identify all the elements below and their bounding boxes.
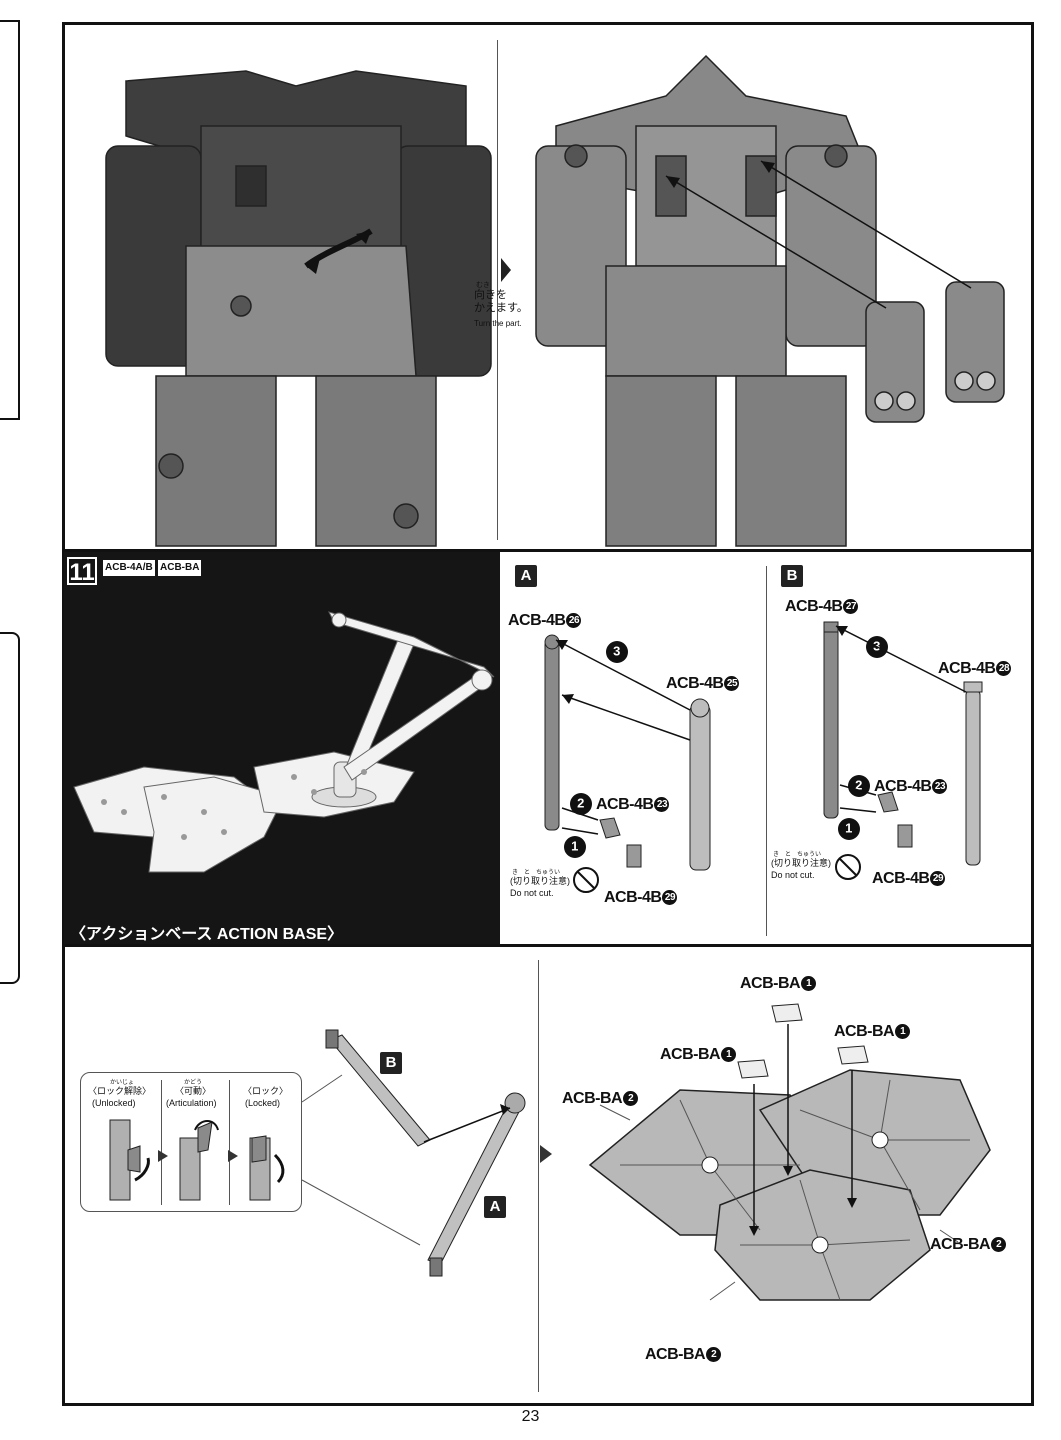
panel-b-label: B xyxy=(781,565,803,587)
a-note-ruby: き と ちゅうい xyxy=(512,870,561,876)
divider-ab xyxy=(766,566,767,936)
a-note-jp: (切り取り注意) xyxy=(510,876,570,886)
tag-acb-4ab: ACB-4A/B xyxy=(103,560,155,576)
turn-ruby: むき xyxy=(476,282,490,289)
unlocked-en: (Unlocked) xyxy=(92,1098,136,1108)
turn-jp-1: 向きを xyxy=(474,289,507,301)
panel-b-illustration xyxy=(823,621,983,880)
action-base-panel xyxy=(64,552,500,944)
artic-ruby: かどう xyxy=(184,1080,203,1086)
lock-illustration xyxy=(109,1119,285,1201)
callout-divider-2 xyxy=(229,1080,230,1205)
step-number: 11 xyxy=(67,557,97,586)
b-note-en: Do not cut. xyxy=(771,870,815,880)
b-note-ruby: き と ちゅうい xyxy=(773,852,822,858)
base-plates-illustration xyxy=(588,1003,991,1301)
divider-top xyxy=(62,549,1034,552)
a-note-en: Do not cut. xyxy=(510,888,554,898)
panel-a-label: A xyxy=(515,565,537,587)
left-page-edge-bottom xyxy=(0,632,20,984)
unlocked-ruby: かいじょ xyxy=(110,1080,135,1086)
turn-en: Turn the part. xyxy=(474,319,522,328)
tag-acb-ba: ACB-BA xyxy=(158,560,202,576)
artic-jp: 〈可動〉 xyxy=(175,1086,212,1096)
panel-a-illustration xyxy=(544,634,711,893)
b-note-jp: (切り取り注意) xyxy=(771,858,831,868)
divider-bottom-vertical xyxy=(538,960,539,1392)
action-base-caption: 〈アクションベース ACTION BASE〉 xyxy=(70,926,344,943)
locked-en: (Locked) xyxy=(245,1098,281,1108)
action-base-illustration xyxy=(73,611,495,873)
left-page-edge-top xyxy=(0,20,20,420)
robot-illustration xyxy=(105,54,1005,547)
page-frame xyxy=(62,22,1034,1406)
next-arrow xyxy=(540,1145,552,1163)
locked-jp: 〈ロック〉 xyxy=(243,1086,289,1096)
unlocked-jp: 〈ロック解除〉 xyxy=(88,1086,152,1096)
arm-a-label: A xyxy=(484,1196,506,1218)
page-number: 23 xyxy=(521,1408,540,1425)
divider-top-vertical xyxy=(497,40,498,540)
divider-middle xyxy=(62,944,1034,947)
turn-jp-2: かえます。 xyxy=(474,302,528,314)
artic-en: (Articulation) xyxy=(166,1098,217,1108)
callout-divider-1 xyxy=(161,1080,162,1205)
arms-illustration xyxy=(301,1029,526,1277)
arm-b-label: B xyxy=(380,1052,402,1074)
